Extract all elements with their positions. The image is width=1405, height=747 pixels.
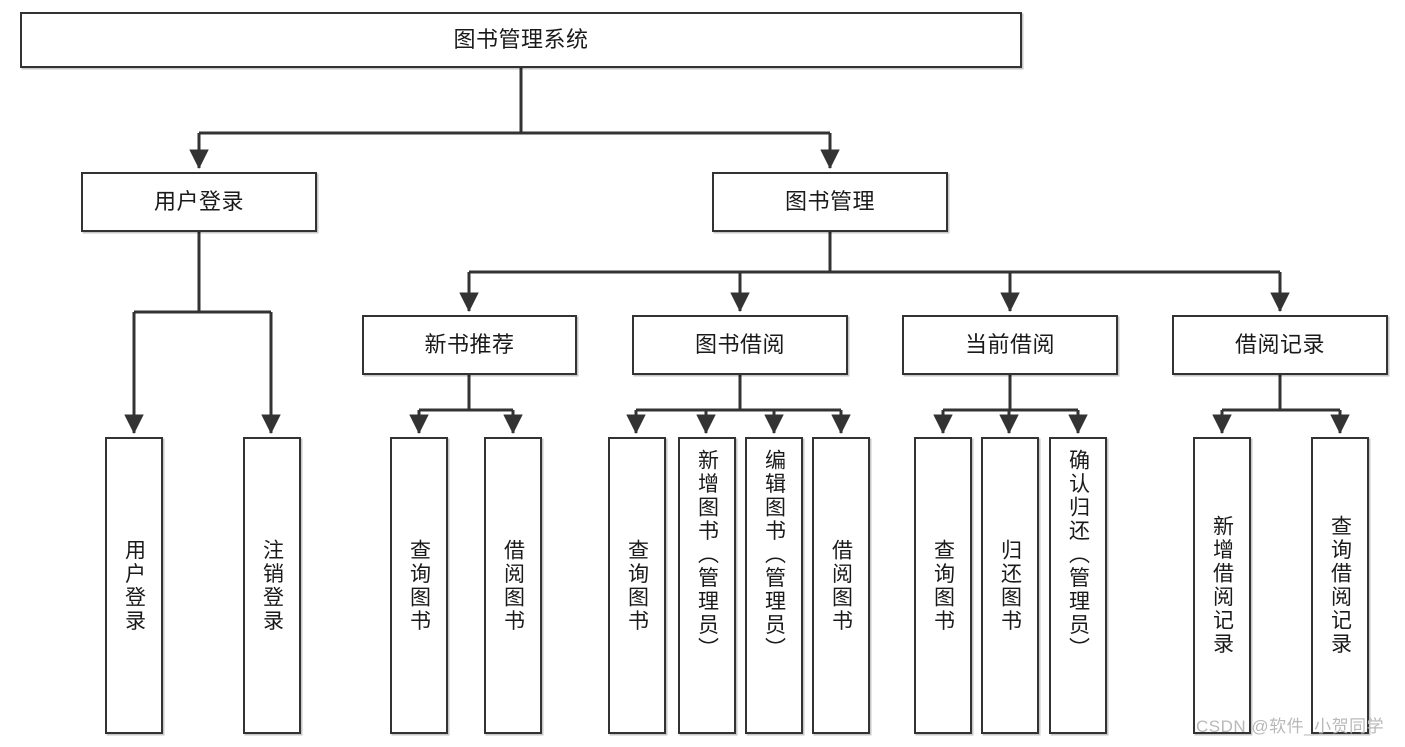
- node-leaf-confirm-return[interactable]: 确认归还（管理员）: [1049, 437, 1107, 734]
- node-borrow-record[interactable]: 借阅记录: [1172, 315, 1388, 375]
- node-root-label: 图书管理系统: [453, 26, 589, 52]
- node-leaf-query-book-3[interactable]: 查询图书: [914, 437, 972, 734]
- node-borrow-record-label: 借阅记录: [1234, 331, 1325, 357]
- node-current-borrow-label: 当前借阅: [964, 331, 1055, 357]
- node-leaf-query-book-2[interactable]: 查询图书: [608, 437, 666, 734]
- node-leaf-query-record[interactable]: 查询借阅记录: [1311, 437, 1369, 734]
- node-current-borrow[interactable]: 当前借阅: [902, 315, 1118, 375]
- node-user-login-label: 用户登录: [153, 188, 244, 214]
- node-root[interactable]: 图书管理系统: [20, 12, 1022, 68]
- node-book-manage-label: 图书管理: [784, 188, 875, 214]
- node-new-book-rec-label: 新书推荐: [424, 331, 515, 357]
- node-leaf-query-record-label: 查询借阅记录: [1328, 515, 1352, 656]
- node-leaf-add-record[interactable]: 新增借阅记录: [1193, 437, 1251, 734]
- node-leaf-query-book-3-label: 查询图书: [931, 538, 955, 633]
- node-leaf-return-book[interactable]: 归还图书: [981, 437, 1039, 734]
- node-leaf-confirm-return-label: 确认归还（管理员）: [1066, 449, 1090, 661]
- node-leaf-edit-book[interactable]: 编辑图书（管理员）: [745, 437, 803, 734]
- node-leaf-user-logout[interactable]: 注销登录: [243, 437, 301, 734]
- node-leaf-borrow-book-2[interactable]: 借阅图书: [812, 437, 870, 734]
- node-book-manage[interactable]: 图书管理: [712, 172, 948, 232]
- node-leaf-query-book-1-label: 查询图书: [407, 538, 431, 633]
- csdn-watermark: CSDN @软件_小贺同学: [1196, 717, 1385, 736]
- node-leaf-user-login-label: 用户登录: [122, 538, 146, 633]
- node-leaf-add-record-label: 新增借阅记录: [1210, 515, 1234, 656]
- node-leaf-user-logout-label: 注销登录: [260, 538, 284, 633]
- node-book-borrow[interactable]: 图书借阅: [632, 315, 848, 375]
- node-leaf-return-book-label: 归还图书: [998, 538, 1022, 633]
- node-new-book-rec[interactable]: 新书推荐: [362, 315, 577, 375]
- node-leaf-add-book[interactable]: 新增图书（管理员）: [678, 437, 736, 734]
- node-user-login[interactable]: 用户登录: [81, 172, 317, 232]
- node-leaf-borrow-book-1-label: 借阅图书: [501, 538, 525, 633]
- node-leaf-add-book-label: 新增图书（管理员）: [695, 449, 719, 661]
- node-leaf-query-book-1[interactable]: 查询图书: [390, 437, 448, 734]
- node-book-borrow-label: 图书借阅: [694, 331, 785, 357]
- node-leaf-user-login[interactable]: 用户登录: [105, 437, 163, 734]
- node-leaf-borrow-book-1[interactable]: 借阅图书: [484, 437, 542, 734]
- node-leaf-query-book-2-label: 查询图书: [625, 538, 649, 633]
- node-leaf-borrow-book-2-label: 借阅图书: [829, 538, 853, 633]
- node-leaf-edit-book-label: 编辑图书（管理员）: [762, 449, 786, 661]
